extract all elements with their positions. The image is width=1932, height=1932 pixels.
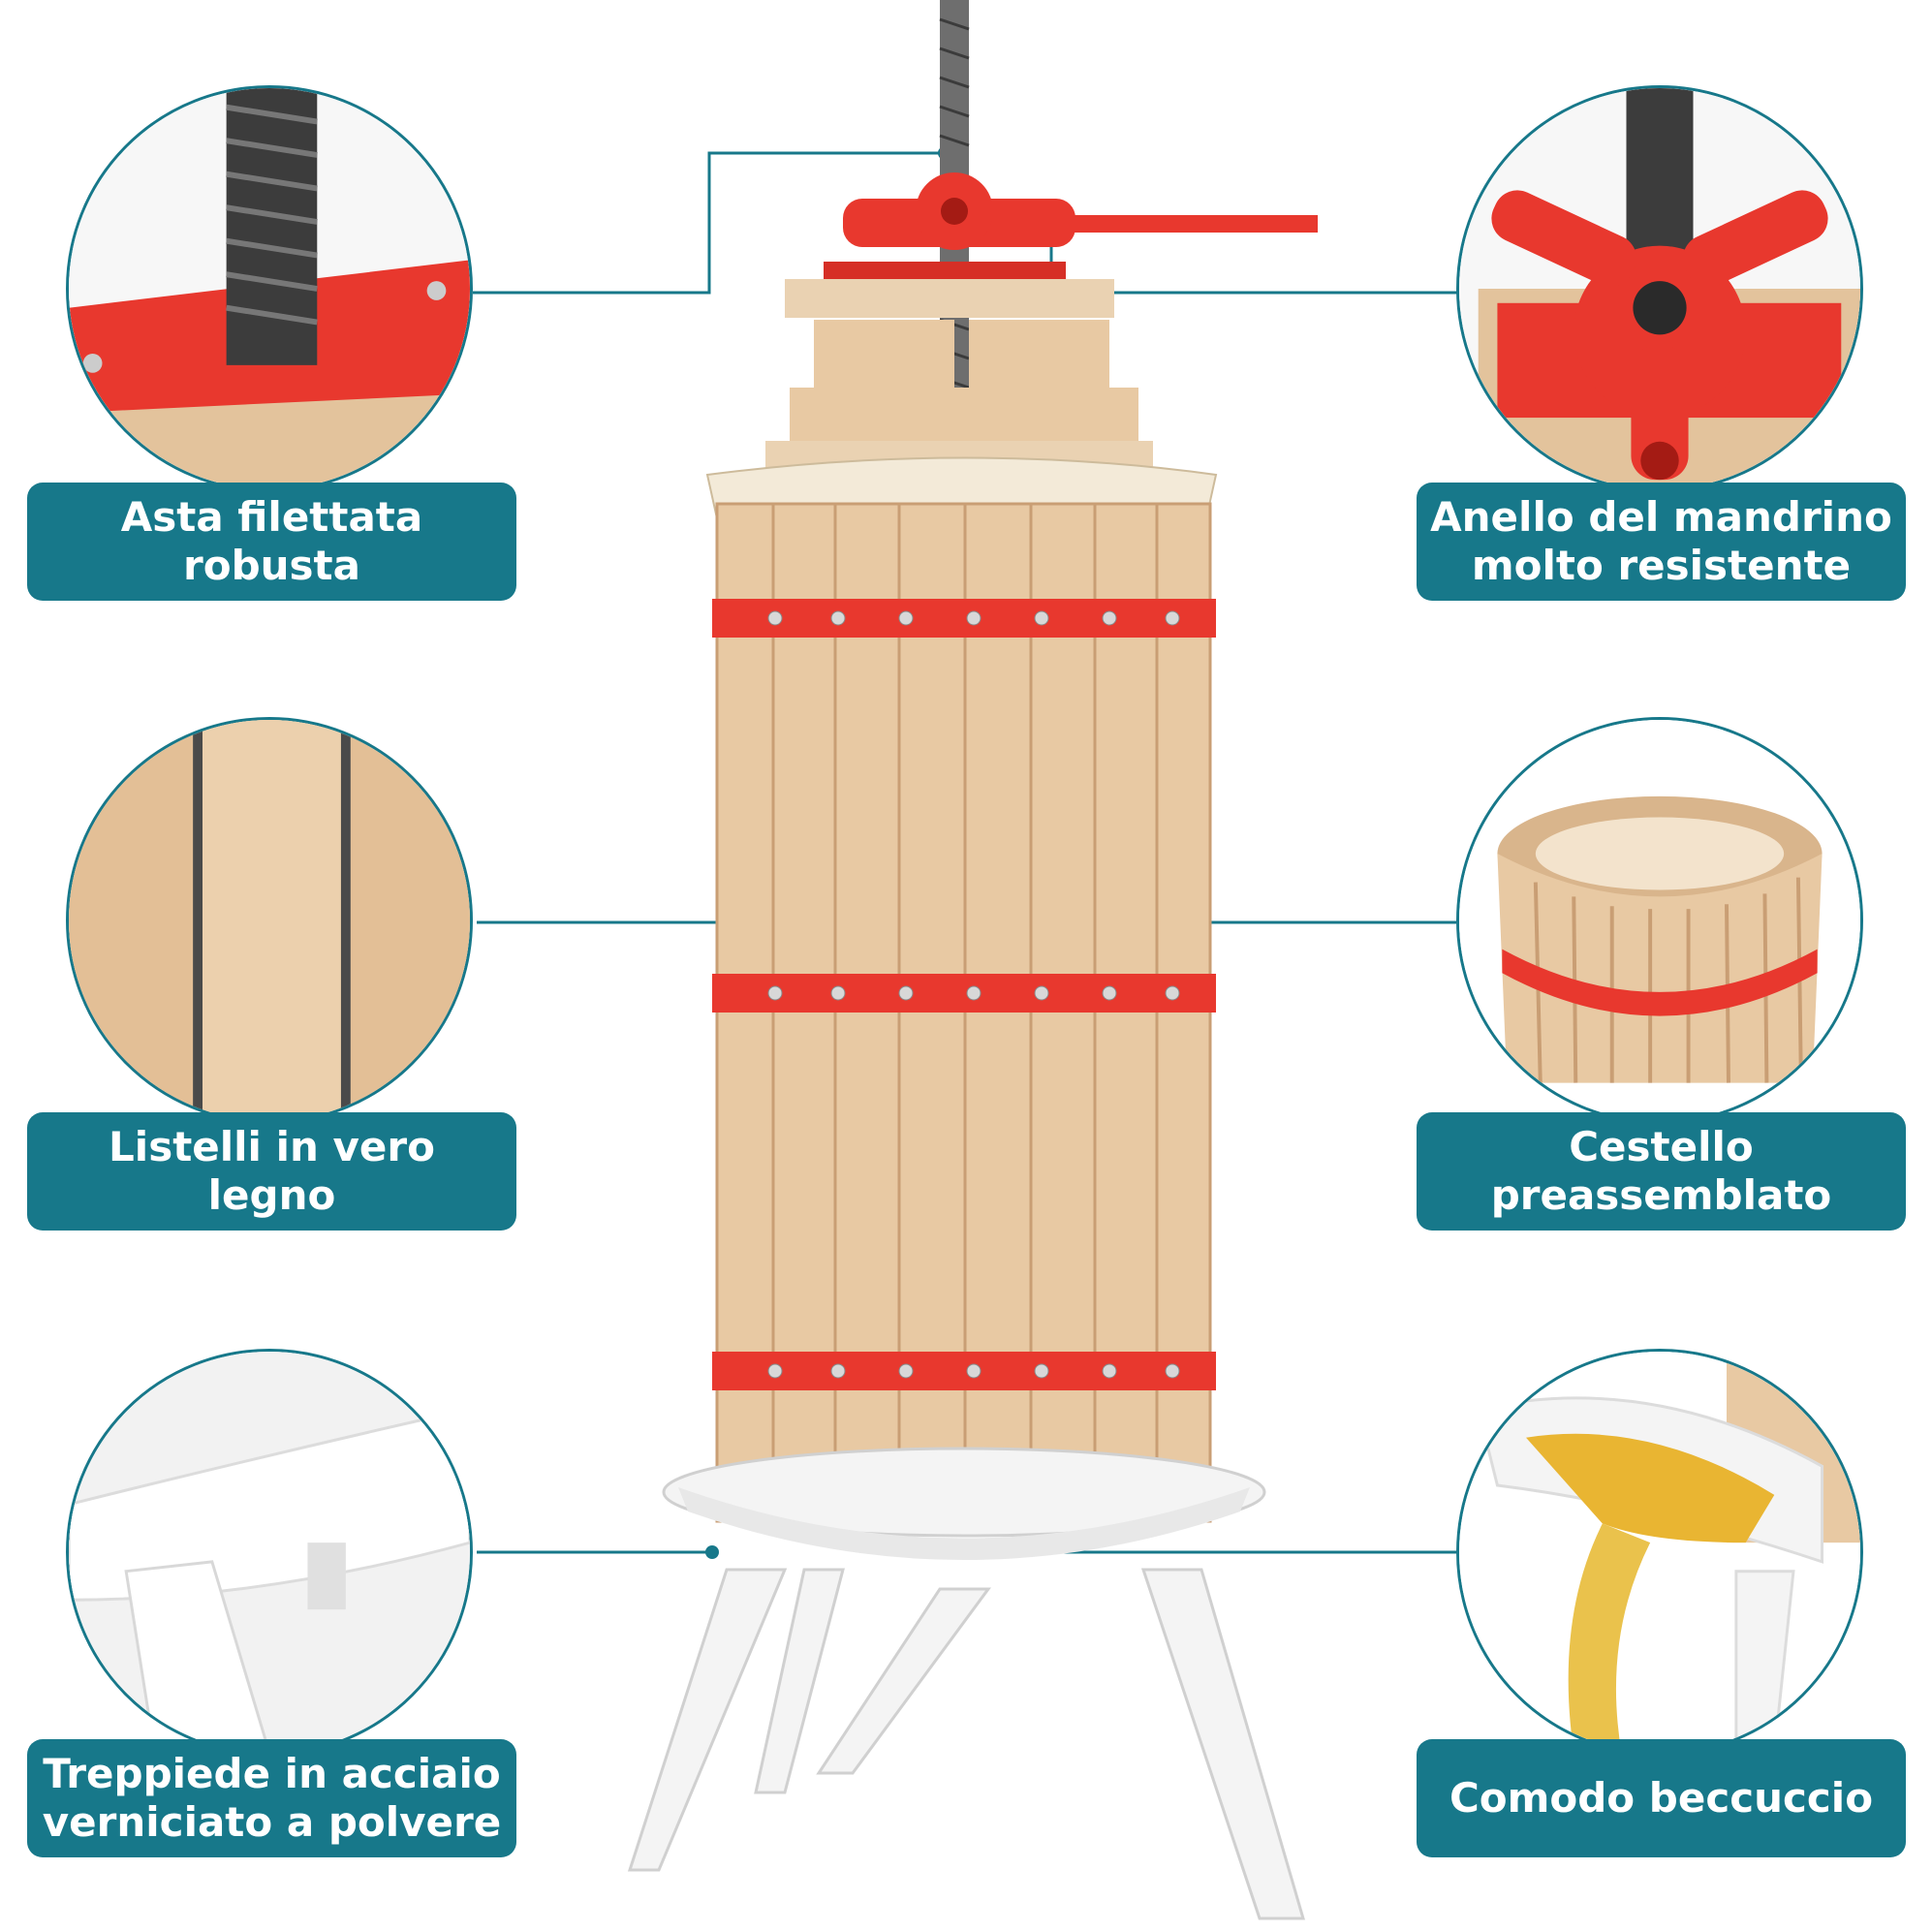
spindle-ring-detail-icon [1459,88,1860,489]
label-tripod: Treppiede in acciaio verniciato a polver… [27,1739,516,1857]
detail-basket-circle [1456,717,1863,1124]
label-tripod-line2: verniciato a polvere [42,1798,502,1846]
detail-spout-circle [1456,1349,1863,1756]
detail-tripod-circle [66,1349,473,1756]
connector-threaded-rod [473,151,945,295]
fruit-press-image [627,0,1318,1920]
label-spindle-ring: Anello del mandrino molto resistente [1417,483,1906,601]
label-spout-text: Comodo beccuccio [1449,1773,1874,1822]
basket-detail-icon [1459,720,1860,1121]
tripod-detail-icon [69,1352,470,1753]
label-wood-slats-text: Listelli in vero legno [109,1122,435,1219]
wood-slats-detail-icon [69,720,470,1121]
label-spout: Comodo beccuccio [1417,1739,1906,1857]
label-basket-line2: preassemblato [1490,1171,1832,1219]
label-basket: Cestello preassemblato [1417,1112,1906,1231]
label-tripod-text: Treppiede in acciaio verniciato a polver… [43,1750,501,1848]
detail-spindle-ring-circle [1456,85,1863,492]
label-spindle-ring-line2: molto resistente [1471,542,1852,589]
label-threaded-rod-text: Asta filettata robusta [120,492,423,589]
threaded-rod-detail-icon [69,88,470,489]
detail-wood-slats-circle [66,717,473,1124]
label-tripod-line1: Treppiede in acciaio [43,1749,501,1797]
spout-detail-icon [1459,1352,1860,1753]
detail-threaded-rod-circle [66,85,473,492]
label-basket-text: Cestello preassemblato [1491,1123,1832,1221]
label-wood-slats: Listelli in vero legno [27,1112,516,1231]
label-spindle-ring-text: Anello del mandrino molto resistente [1430,493,1892,591]
label-basket-line1: Cestello [1569,1122,1754,1170]
label-threaded-rod: Asta filettata robusta [27,483,516,601]
label-spindle-ring-line1: Anello del mandrino [1430,492,1892,541]
